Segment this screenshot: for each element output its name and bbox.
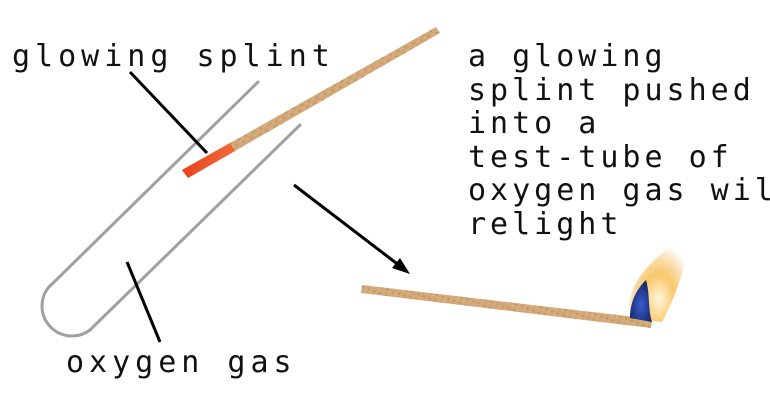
caption-line: oxygen gas will bbox=[468, 173, 770, 208]
caption: a glowing splint pushed into a test-tube… bbox=[468, 40, 770, 241]
test-tube bbox=[40, 80, 302, 338]
caption-line: splint pushed bbox=[468, 72, 755, 108]
oxygen-gas-pointer bbox=[125, 261, 162, 343]
caption-line: relight bbox=[468, 206, 623, 242]
relit-splint bbox=[361, 230, 689, 328]
relit-splint-wood bbox=[361, 285, 652, 328]
flame-core bbox=[630, 280, 652, 322]
glowing-splint-label: glowing splint bbox=[12, 39, 335, 74]
splint-wood bbox=[182, 27, 440, 178]
glowing-splint bbox=[182, 27, 440, 178]
oxygen-gas-label: oxygen gas bbox=[66, 345, 297, 380]
caption-line: test-tube of bbox=[468, 139, 733, 175]
caption-line: a glowing bbox=[468, 39, 667, 74]
arrow-head bbox=[392, 258, 410, 274]
caption-line: into a bbox=[468, 106, 601, 141]
test-tube-outline bbox=[40, 80, 302, 338]
glowing-splint-pointer bbox=[128, 70, 209, 155]
arrow-shaft bbox=[293, 183, 401, 268]
transition-arrow bbox=[293, 183, 410, 274]
splint-ember bbox=[182, 143, 235, 178]
